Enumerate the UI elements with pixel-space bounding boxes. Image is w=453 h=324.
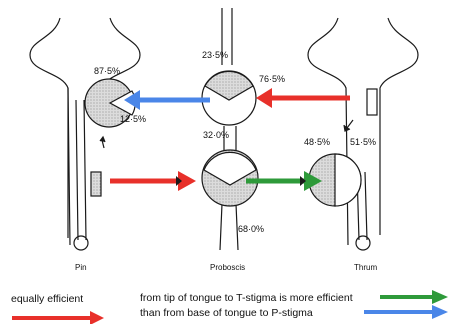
- proboscis-shaft-left: [221, 8, 233, 65]
- thrum-flower: [307, 17, 419, 251]
- pin-anther: [90, 171, 102, 197]
- proboscis-bottom-bottom-pct: 68·0%: [238, 224, 264, 234]
- proboscis-lower-wedge: [203, 151, 257, 186]
- thrum-right-pct: 51·5%: [350, 137, 376, 147]
- blue-arrow-proboscis-to-pin: [124, 90, 210, 110]
- thrum-ovary: [355, 235, 371, 251]
- proboscis-label: Proboscis: [210, 263, 245, 272]
- legend-blue-arrow: [364, 305, 448, 319]
- pin-flower: [29, 17, 141, 251]
- legend-green-text: from tip of tongue to T-stigma is more e…: [140, 292, 353, 304]
- proboscis: [219, 8, 239, 251]
- legend-green-arrow: [380, 290, 448, 304]
- thrum-corolla-outline: [307, 17, 419, 246]
- thrum-pointer: [346, 119, 354, 129]
- proboscis-upper-wedge: [204, 70, 254, 101]
- thrum-stigma-pie: [308, 153, 362, 207]
- proboscis-shaft-mid: [223, 126, 237, 152]
- pin-ovary: [73, 235, 89, 251]
- pin-upper-pct: 87·5%: [94, 66, 120, 76]
- pin-corolla-outline: [29, 17, 141, 246]
- thrum-left-pct: 48·5%: [304, 137, 330, 147]
- proboscis-upper-pie: [201, 70, 257, 126]
- proboscis-base: [219, 203, 239, 251]
- thrum-label: Thrum: [354, 263, 377, 272]
- legend-blue-text: than from base of tongue to P-stigma: [140, 307, 313, 319]
- proboscis-lower-pie: [201, 149, 259, 207]
- legend: equally efficient from tip of tongue to …: [11, 290, 448, 324]
- pin-label: Pin: [75, 263, 87, 272]
- thrum-anther: [366, 88, 378, 116]
- pin-style: [75, 99, 87, 241]
- proboscis-top-right-pct: 76·5%: [259, 74, 285, 84]
- thrum-stigma-half: [334, 153, 362, 207]
- red-arrow-thrum-to-proboscis: [256, 88, 350, 108]
- proboscis-top-left-pct: 23·5%: [202, 50, 228, 60]
- legend-red-text: equally efficient: [11, 293, 83, 305]
- proboscis-bottom-top-pct: 32·0%: [203, 130, 229, 140]
- flow-tick-marks: [176, 176, 306, 186]
- legend-red-arrow: [12, 311, 104, 324]
- pin-lower-pct: 12·5%: [120, 114, 146, 124]
- red-arrow-pin-to-proboscis: [110, 171, 196, 191]
- green-arrow-proboscis-to-thrum: [246, 171, 322, 191]
